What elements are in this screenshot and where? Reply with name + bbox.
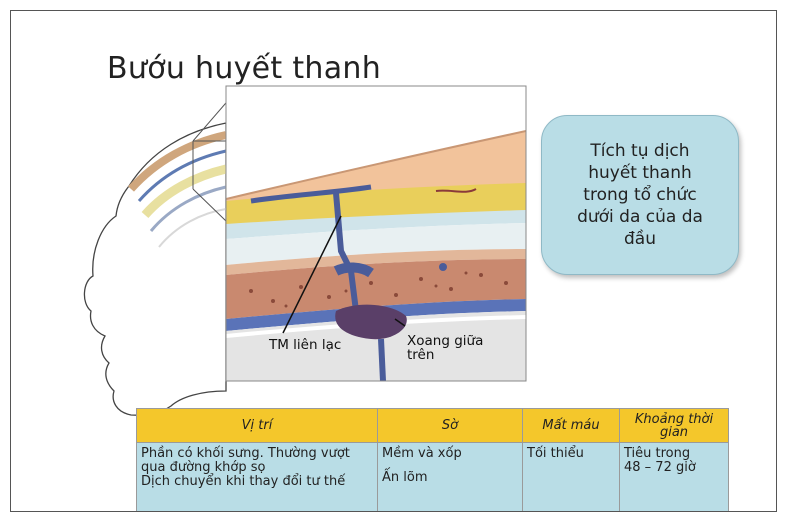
cell-blood-loss: Tối thiểu [523, 443, 620, 512]
cell-location: Phần có khối sưng. Thường vượt qua đường… [137, 443, 378, 512]
header-palpation: Sờ [378, 409, 523, 443]
palpation-line-1: Mềm và xốp [382, 447, 518, 461]
header-location: Vị trí [137, 409, 378, 443]
location-line-1: Phần có khối sưng. Thường vượt qua đường… [141, 447, 373, 475]
info-table: Vị trí Sờ Mất máu Khoảng thời gian Phần … [136, 408, 729, 512]
vein-label: TM liên lạc [269, 338, 341, 352]
cell-palpation: Mềm và xốp Ấn lõm [378, 443, 523, 512]
header-duration: Khoảng thời gian [620, 409, 729, 443]
palpation-line-2: Ấn lõm [382, 471, 518, 485]
page-title: Bướu huyết thanh [107, 51, 381, 86]
slide-frame: Bướu huyết thanh Tích tụ dịch huyết than… [10, 10, 777, 512]
callout-text: Tích tụ dịch huyết thanh trong tổ chức d… [577, 140, 703, 250]
sinus-label-line1: Xoang giữa [407, 334, 483, 348]
header-blood-loss: Mất máu [523, 409, 620, 443]
table-row: Phần có khối sưng. Thường vượt qua đường… [137, 443, 729, 512]
sinus-label-line2: trên [407, 348, 434, 362]
duration-line-1: Tiêu trong [624, 447, 724, 461]
callout-box: Tích tụ dịch huyết thanh trong tổ chức d… [541, 115, 739, 275]
cell-duration: Tiêu trong 48 – 72 giờ [620, 443, 729, 512]
table-header-row: Vị trí Sờ Mất máu Khoảng thời gian [137, 409, 729, 443]
duration-line-2: 48 – 72 giờ [624, 461, 724, 475]
location-line-2: Dịch chuyển khi thay đổi tư thế [141, 475, 373, 489]
